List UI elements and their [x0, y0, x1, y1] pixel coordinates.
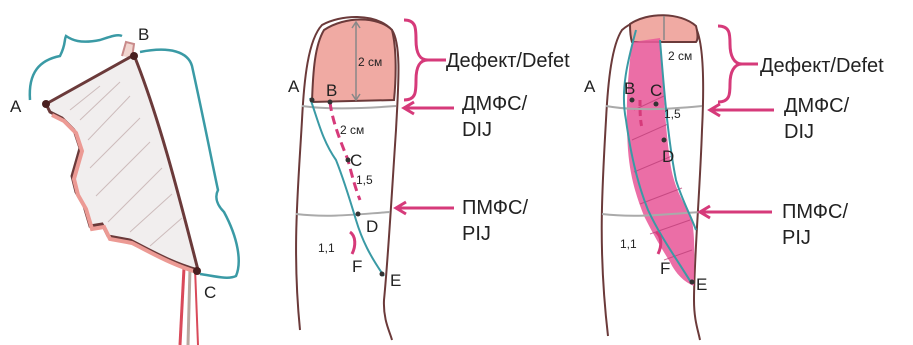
defect-brace — [404, 20, 428, 100]
point-label-b: B — [326, 81, 337, 100]
pedicle-vessel — [195, 268, 198, 345]
point-label-d: D — [366, 217, 378, 236]
point-label-c: C — [650, 81, 662, 100]
measure-cd: 1,5 — [356, 173, 373, 187]
caption-pij-line1: ПМФС/ — [462, 197, 528, 219]
point-c-dot — [193, 267, 201, 275]
point-label-b: B — [624, 79, 635, 98]
pedicle-vessel — [180, 268, 184, 345]
point-label-e: E — [390, 271, 401, 290]
measure-f: 1,1 — [318, 241, 335, 255]
point-b-dot — [130, 52, 138, 60]
measure-defect: 2 см — [668, 49, 692, 63]
caption-defect: Дефект/Defet — [446, 50, 570, 72]
defect-brace — [718, 26, 742, 102]
joint-line-dij — [302, 106, 396, 108]
panel-donor-defect: A B C D E F 2 см 2 см 1,5 1,1 Дефект/Def… — [288, 17, 570, 340]
caption-dij-line2: DIJ — [462, 119, 492, 141]
point-label-f: F — [352, 257, 362, 276]
panel-flap-transposed: A B C D E F 2 см 1,5 1,1 Дефект/Defet ДМ… — [584, 15, 884, 340]
point-label-f: F — [660, 259, 670, 278]
point-label-a: A — [10, 97, 22, 116]
caption-dij-line1: ДМФС/ — [462, 93, 528, 115]
measure-bc: 1,5 — [664, 107, 681, 121]
measure-defect: 2 см — [358, 55, 382, 69]
measure-f: 1,1 — [620, 237, 637, 251]
point-label-c: C — [350, 151, 362, 170]
point-label-d: D — [662, 147, 674, 166]
joint-line-pij — [296, 212, 390, 216]
pink-f-mark — [350, 232, 355, 254]
caption-dij-line1: ДМФС/ — [784, 95, 850, 117]
caption-defect: Дефект/Defet — [760, 55, 884, 77]
point-a-dot — [42, 100, 50, 108]
measure-segment: 2 см — [340, 123, 364, 137]
point-label-a: A — [584, 77, 596, 96]
caption-pij-line1: ПМФС/ — [782, 201, 848, 223]
caption-dij-line2: DIJ — [784, 121, 814, 143]
point-label-b: B — [138, 25, 149, 44]
caption-pij-line2: PIJ — [462, 223, 491, 245]
point-label-e: E — [696, 275, 707, 294]
panel-flap-design: A B C — [10, 25, 239, 345]
point-label-a: A — [288, 77, 300, 96]
pedicle-vessel — [188, 268, 190, 345]
point-label-c: C — [204, 283, 216, 302]
caption-pij-line2: PIJ — [782, 227, 811, 249]
defect-area — [312, 20, 396, 103]
flap-outline — [46, 55, 198, 270]
